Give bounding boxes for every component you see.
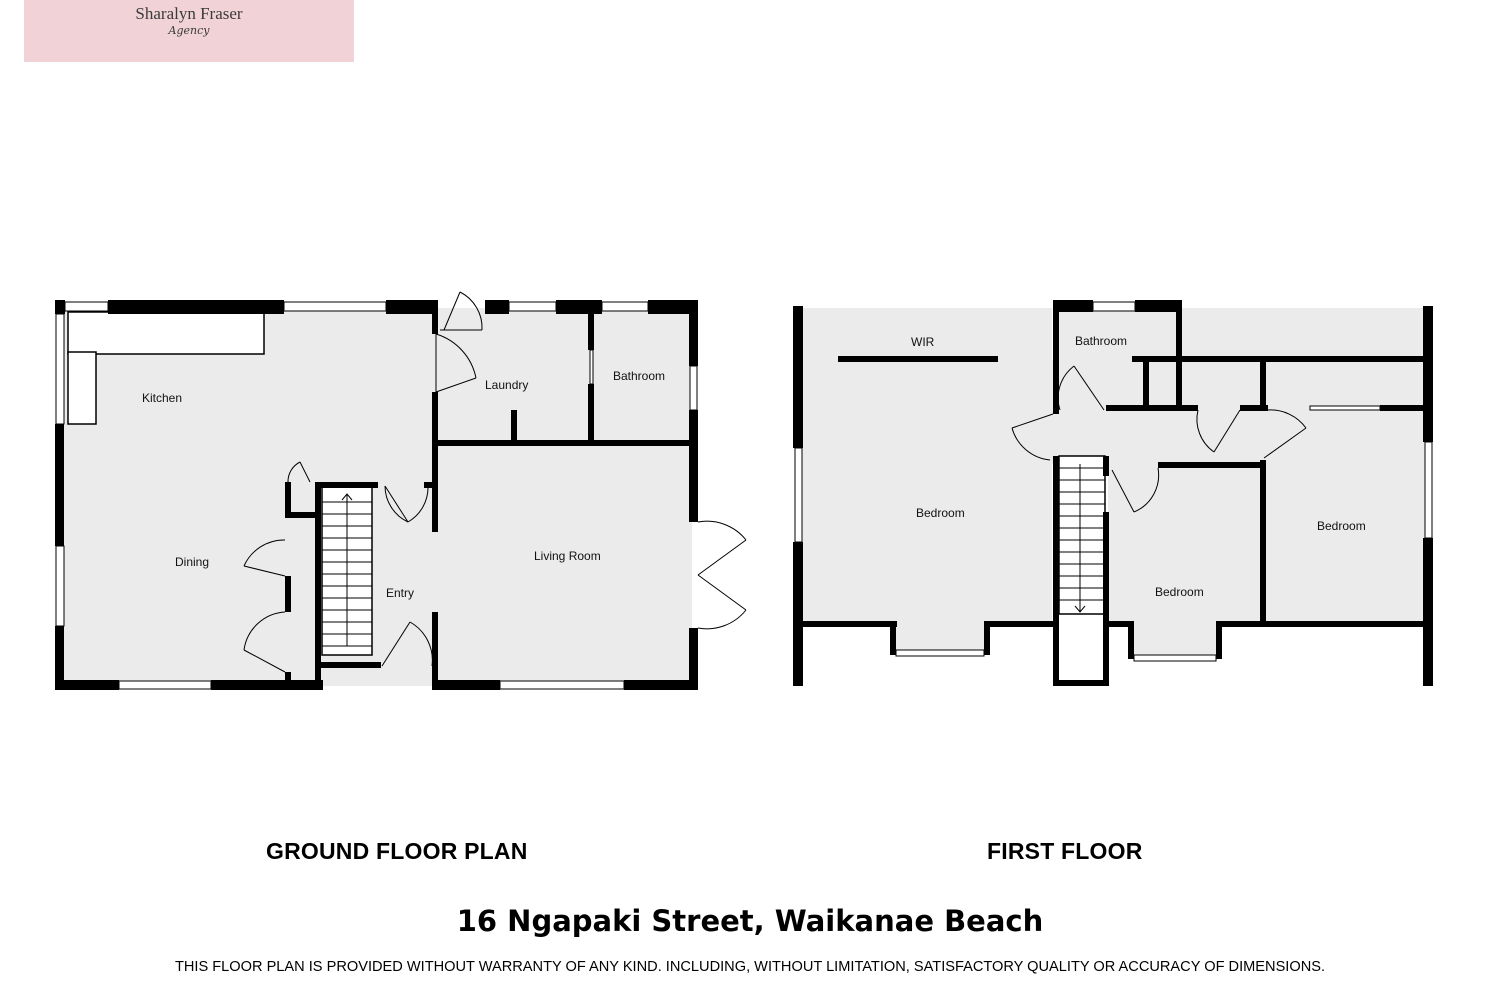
room-label-laundry: Laundry (485, 378, 528, 392)
room-label-wir: WIR (911, 335, 935, 349)
first-floor-stairs (1058, 455, 1106, 615)
room-label-dining: Dining (175, 555, 209, 569)
room-label-bathroom-upstairs: Bathroom (1075, 334, 1127, 348)
ground-floor-plan: Kitchen Dining Laundry Bathroom Living R… (55, 291, 747, 690)
logo-name: Sharalyn Fraser (135, 4, 243, 23)
first-floor-plan: WIR Bathroom Bedroom Bedroom Bedroom (793, 300, 1433, 686)
room-label-entry: Entry (386, 586, 414, 600)
ground-floor-title: GROUND FLOOR PLAN (266, 838, 528, 864)
logo-sub: Agency (168, 24, 210, 37)
room-label-kitchen: Kitchen (142, 391, 182, 405)
room-label-bedroom-middle: Bedroom (1155, 585, 1204, 599)
room-label-bathroom: Bathroom (613, 369, 665, 383)
room-label-bedroom-main: Bedroom (916, 506, 965, 520)
agency-logo: Sharalyn Fraser Agency (24, 0, 354, 62)
disclaimer: THIS FLOOR PLAN IS PROVIDED WITHOUT WARR… (174, 959, 1326, 975)
room-label-bedroom-right: Bedroom (1317, 519, 1366, 533)
property-address: 16 Ngapaki Street, Waikanae Beach (456, 904, 1044, 938)
first-floor-title: FIRST FLOOR (987, 838, 1143, 864)
room-label-living-room: Living Room (534, 549, 601, 563)
ground-stairs (321, 486, 373, 656)
